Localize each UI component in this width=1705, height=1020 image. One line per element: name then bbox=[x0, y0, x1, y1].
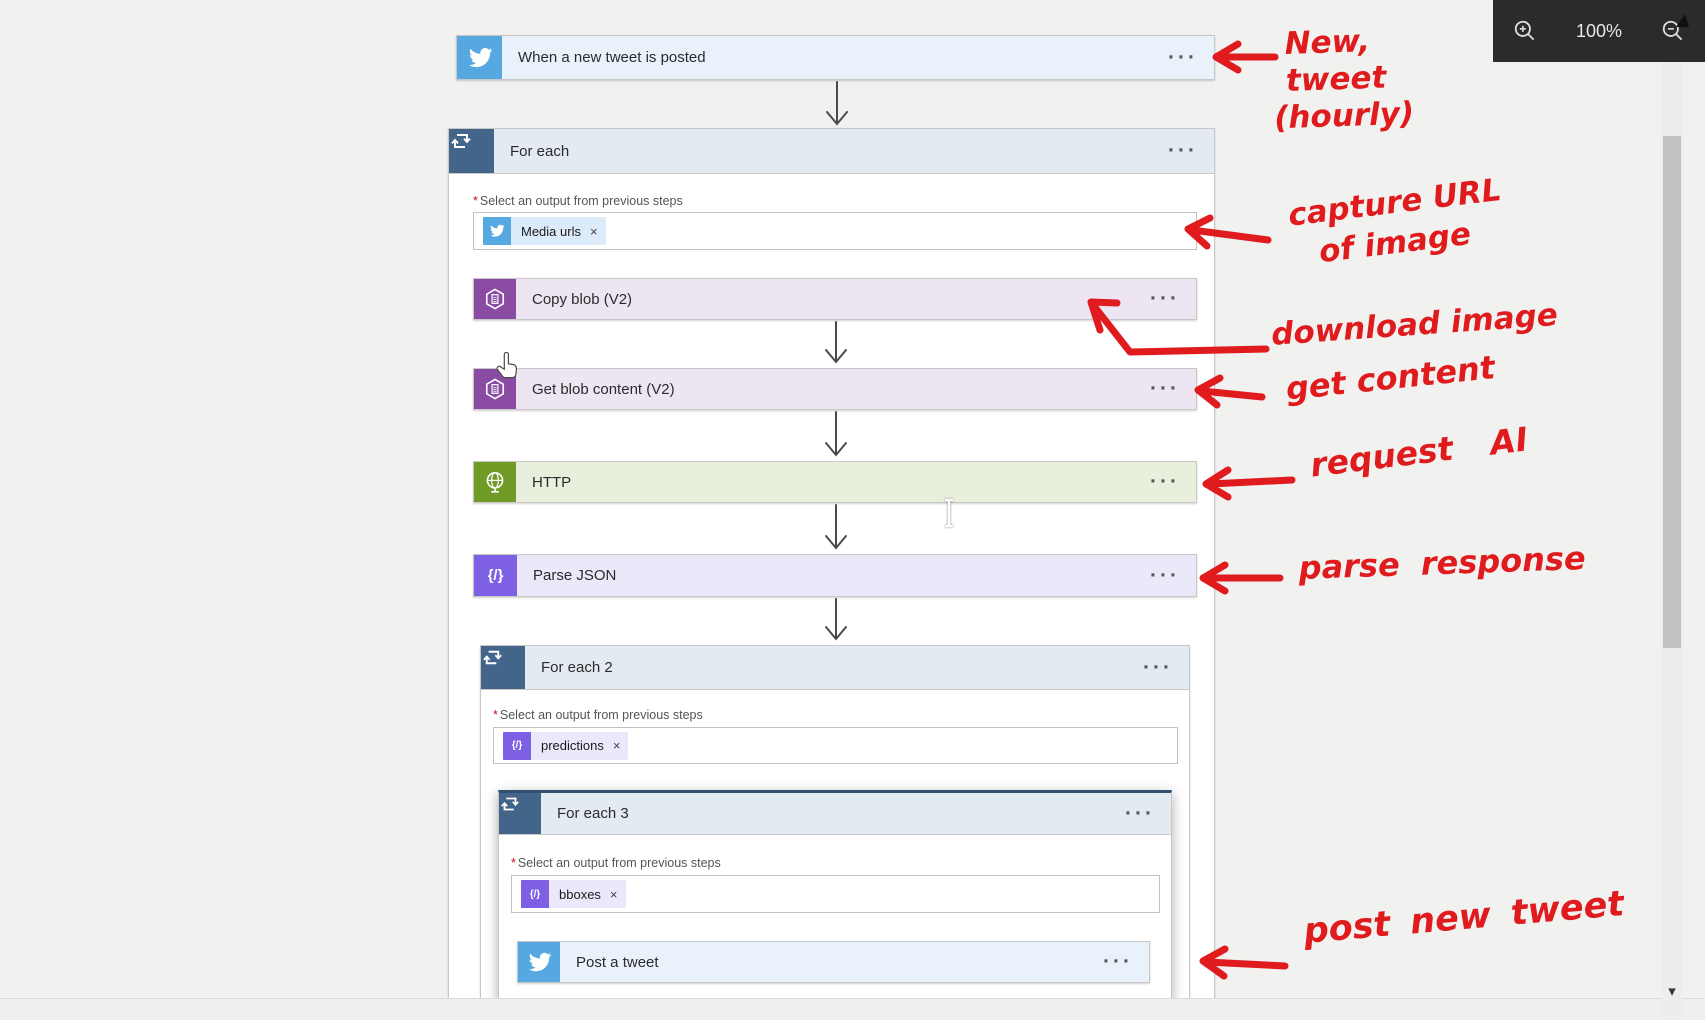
trigger-title: When a new tweet is posted bbox=[518, 49, 706, 66]
token-label: bboxes bbox=[559, 886, 601, 902]
post-a-tweet-menu-button[interactable]: ··· bbox=[1103, 950, 1133, 973]
annotation-new-tweet-hourly: New, tweet (hourly) bbox=[1273, 23, 1415, 137]
bottom-edge-strip bbox=[0, 998, 1705, 1020]
for-each-loop-icon bbox=[481, 646, 525, 689]
scrollbar-thumb[interactable] bbox=[1663, 136, 1681, 648]
token-remove-button[interactable]: × bbox=[589, 223, 598, 239]
token-label: predictions bbox=[541, 738, 604, 753]
for-each-header[interactable]: For each ··· bbox=[449, 129, 1214, 174]
foreach3-output-input[interactable]: {/} bboxes × bbox=[511, 875, 1160, 913]
for-each-2-title: For each 2 bbox=[541, 659, 613, 676]
required-asterisk: * bbox=[511, 856, 516, 870]
flow-arrow bbox=[826, 81, 848, 126]
http-globe-icon bbox=[474, 462, 516, 502]
blob-storage-icon bbox=[474, 279, 516, 319]
parse-json-menu-button[interactable]: ··· bbox=[1150, 563, 1180, 587]
for-each-loop-icon bbox=[449, 129, 494, 173]
for-each-loop-icon bbox=[499, 793, 541, 834]
required-asterisk: * bbox=[473, 194, 478, 208]
foreach2-field-label: *Select an output from previous steps bbox=[493, 708, 703, 722]
for-each-3-menu-button[interactable]: ··· bbox=[1125, 801, 1155, 825]
action-card-get-blob-content[interactable]: Get blob content (V2) ··· bbox=[473, 368, 1197, 410]
token-remove-button[interactable]: × bbox=[612, 738, 621, 753]
json-code-icon: {/} bbox=[474, 555, 517, 596]
get-blob-content-title: Get blob content (V2) bbox=[532, 380, 675, 398]
twitter-icon bbox=[457, 36, 502, 79]
for-each-3-title: For each 3 bbox=[557, 805, 629, 822]
vertical-scrollbar[interactable]: ▾ bbox=[1661, 62, 1683, 1020]
json-code-icon: {/} bbox=[521, 880, 549, 908]
text-cursor-icon bbox=[940, 498, 958, 533]
hand-cursor-icon bbox=[495, 351, 519, 385]
trigger-menu-button[interactable]: ··· bbox=[1168, 45, 1198, 69]
annotation-parse-response: parse response bbox=[1298, 538, 1587, 587]
json-code-icon: {/} bbox=[503, 731, 531, 760]
annotation-arrow-post-new-tweet bbox=[1199, 945, 1289, 980]
corner-notch bbox=[1676, 14, 1689, 27]
token-bboxes[interactable]: {/} bboxes × bbox=[521, 880, 626, 908]
token-label: Media urls bbox=[521, 223, 581, 239]
annotation-capture-url-of-image: capture URL of image bbox=[1286, 171, 1504, 271]
scrollbar-down-arrow[interactable]: ▾ bbox=[1668, 983, 1676, 1000]
for-each-2-menu-button[interactable]: ··· bbox=[1143, 655, 1173, 679]
annotation-download-image: download image bbox=[1270, 296, 1559, 353]
for-each-3-header[interactable]: For each 3 ··· bbox=[499, 793, 1171, 835]
foreach-output-input[interactable]: Media urls × bbox=[473, 212, 1197, 250]
token-predictions[interactable]: {/} predictions × bbox=[503, 731, 629, 760]
foreach3-field-label: *Select an output from previous steps bbox=[511, 856, 721, 870]
token-media-urls[interactable]: Media urls × bbox=[483, 217, 606, 245]
action-card-post-a-tweet[interactable]: Post a tweet ··· bbox=[517, 941, 1150, 983]
for-each-title: For each bbox=[510, 142, 570, 160]
twitter-icon bbox=[483, 217, 511, 245]
parse-json-title: Parse JSON bbox=[533, 567, 617, 584]
action-card-copy-blob[interactable]: Copy blob (V2) ··· bbox=[473, 278, 1197, 320]
action-card-http[interactable]: HTTP ··· bbox=[473, 461, 1197, 503]
action-card-parse-json[interactable]: {/} Parse JSON ··· bbox=[473, 554, 1197, 597]
post-a-tweet-title: Post a tweet bbox=[576, 953, 659, 971]
annotation-request-ai: request AI bbox=[1308, 419, 1531, 485]
http-title: HTTP bbox=[532, 473, 572, 491]
zoom-out-button[interactable] bbox=[1659, 17, 1687, 45]
copy-blob-menu-button[interactable]: ··· bbox=[1150, 287, 1180, 310]
annotation-get-content: get content bbox=[1284, 348, 1497, 408]
get-blob-content-menu-button[interactable]: ··· bbox=[1150, 377, 1180, 400]
token-remove-button[interactable]: × bbox=[609, 886, 618, 902]
copy-blob-title: Copy blob (V2) bbox=[532, 290, 633, 308]
annotation-arrow-new-tweet bbox=[1212, 40, 1279, 74]
http-menu-button[interactable]: ··· bbox=[1150, 470, 1180, 493]
annotation-post-new-tweet: post new tweet bbox=[1302, 883, 1626, 952]
for-each-menu-button[interactable]: ··· bbox=[1168, 139, 1198, 162]
foreach2-output-input[interactable]: {/} predictions × bbox=[493, 727, 1178, 764]
zoom-in-button[interactable] bbox=[1511, 17, 1539, 45]
zoom-toolbar: 100% bbox=[1493, 0, 1705, 62]
twitter-icon bbox=[518, 942, 560, 982]
for-each-2-header[interactable]: For each 2 ··· bbox=[481, 646, 1189, 690]
trigger-card-new-tweet[interactable]: When a new tweet is posted ··· bbox=[456, 35, 1215, 80]
required-asterisk: * bbox=[493, 708, 498, 722]
annotation-arrow-request-ai bbox=[1202, 466, 1296, 501]
foreach-field-label: *Select an output from previous steps bbox=[473, 194, 683, 208]
zoom-level-value: 100% bbox=[1575, 20, 1623, 41]
